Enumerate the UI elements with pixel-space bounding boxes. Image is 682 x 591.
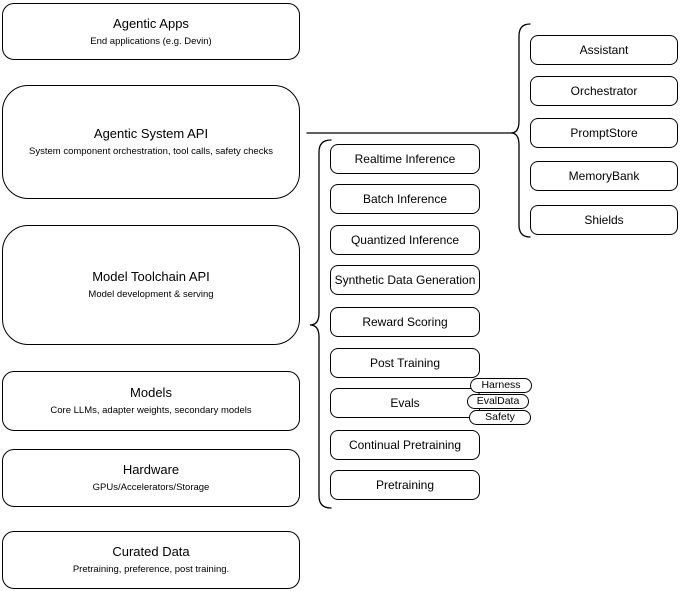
tag-evaldata: EvalData (467, 394, 529, 409)
node-title: Model Toolchain API (92, 269, 210, 284)
node-continual-pretraining: Continual Pretraining (330, 430, 480, 460)
node-title: Hardware (122, 462, 180, 477)
node-shields: Shields (530, 205, 678, 235)
node-hardware: Hardware GPUs/Accelerators/Storage (2, 449, 300, 507)
tag-harness: Harness (470, 378, 532, 393)
node-title: Agentic System API (93, 126, 209, 141)
brace-system-components (510, 23, 531, 238)
node-subtitle: Core LLMs, adapter weights, secondary mo… (50, 405, 252, 416)
node-subtitle: Model development & serving (88, 289, 214, 300)
node-subtitle: Pretraining, preference, post training. (72, 564, 230, 575)
node-pretraining: Pretraining (330, 470, 480, 500)
node-title: Agentic Apps (113, 15, 189, 31)
node-assistant: Assistant (530, 35, 678, 65)
node-curated-data: Curated Data Pretraining, preference, po… (2, 531, 300, 589)
node-quantized-inference: Quantized Inference (330, 225, 480, 255)
node-agentic-apps: Agentic Apps End applications (e.g. Devi… (2, 3, 300, 60)
node-evals: Evals (330, 388, 480, 418)
node-batch-inference: Batch Inference (330, 184, 480, 214)
node-title: Models (130, 385, 172, 400)
node-memorybank: MemoryBank (530, 161, 678, 191)
node-subtitle: End applications (e.g. Devin) (90, 35, 212, 47)
node-promptstore: PromptStore (530, 118, 678, 148)
node-agentic-system-api: Agentic System API System component orch… (2, 85, 300, 199)
node-subtitle: System component orchestration, tool cal… (29, 146, 273, 157)
node-synthetic-data-generation: Synthetic Data Generation (330, 265, 480, 295)
brace-toolchain-services (309, 139, 332, 509)
node-realtime-inference: Realtime Inference (330, 144, 480, 174)
node-reward-scoring: Reward Scoring (330, 307, 480, 337)
node-subtitle: GPUs/Accelerators/Storage (92, 482, 210, 493)
node-orchestrator: Orchestrator (530, 76, 678, 106)
node-model-toolchain-api: Model Toolchain API Model development & … (2, 225, 300, 345)
node-post-training: Post Training (330, 348, 480, 378)
node-models: Models Core LLMs, adapter weights, secon… (2, 371, 300, 431)
tag-safety: Safety (469, 410, 531, 425)
node-title: Curated Data (112, 544, 190, 559)
